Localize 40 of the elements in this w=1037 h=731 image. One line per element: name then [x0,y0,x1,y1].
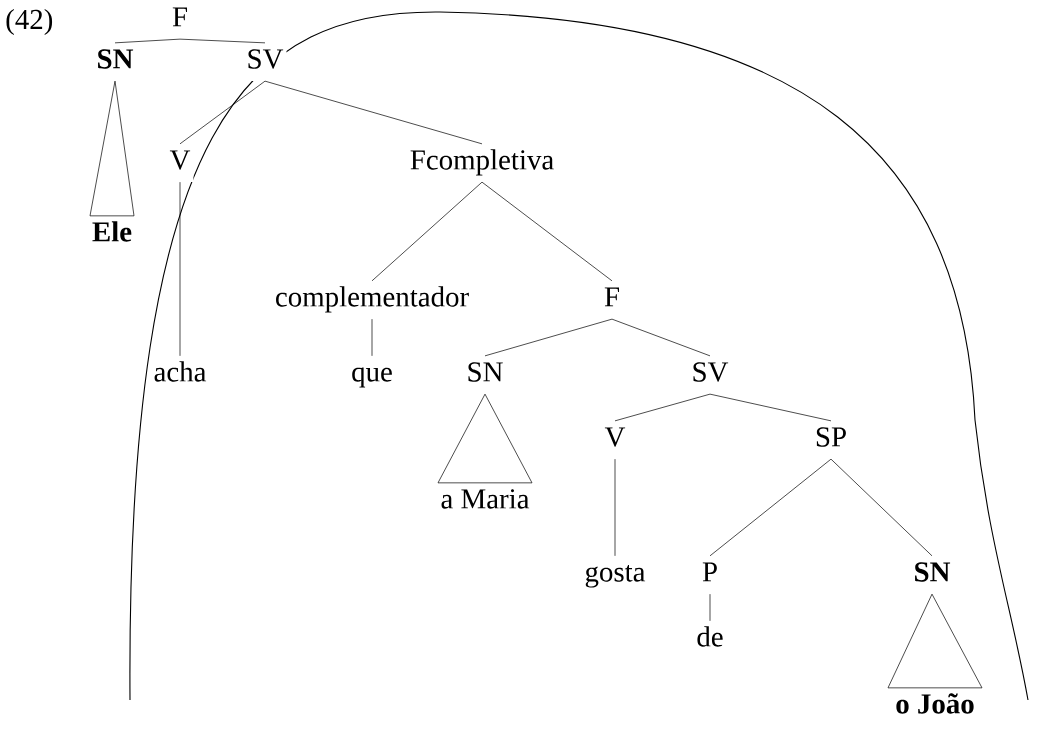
triangle [887,593,983,689]
example-number: (42) [6,8,53,36]
branch-line [179,80,266,145]
branch-line [179,181,181,357]
tree-label: SN [93,43,137,81]
branch-line [709,593,711,622]
tree-label: SV [688,356,732,394]
tree-label: acha [150,356,210,394]
branch-line [481,181,613,282]
tree-label: complementador [271,281,473,319]
branch-line [614,393,711,422]
tree-label: SP [811,421,851,459]
tree-label: gosta [581,556,649,594]
branch-line [709,393,832,422]
tree-label: F [168,1,192,39]
tree-label: a Maria [437,483,533,521]
tree-label: que [348,356,396,394]
tree-label: F [600,281,624,319]
branch-line [484,318,613,357]
tree-label: SV [243,43,287,81]
branch-line [179,38,266,44]
tree-label: Fcompletiva [406,144,558,182]
triangle [437,393,533,484]
branch-line [264,80,483,145]
branch-line [614,458,616,557]
branch-line [611,318,711,357]
tree-label: SN [910,556,954,594]
tree-label: P [698,556,722,594]
tree-label: V [601,421,629,459]
tree-label: o João [892,688,978,726]
branch-line [371,181,483,282]
tree-label: de [693,621,727,659]
branch-line [371,318,373,357]
branch-line [114,38,181,44]
tree-label: V [166,144,194,182]
branch-line [709,458,832,557]
branch-line [830,458,933,557]
tree-label: SN [463,356,507,394]
tree-label: Ele [88,216,136,254]
triangle [89,80,135,217]
